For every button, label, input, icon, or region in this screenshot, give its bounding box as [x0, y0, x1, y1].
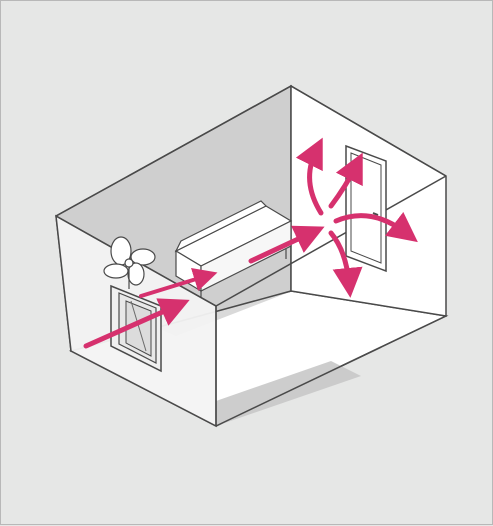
- airflow-arrow-icon: [248, 225, 325, 264]
- airflow-arrows: [83, 137, 418, 349]
- airflow-arrow-icon: [139, 268, 218, 298]
- sofa-icon: [174, 200, 293, 297]
- fan-icon: [103, 236, 156, 289]
- floor-shadow-front: [216, 361, 361, 426]
- room-top-edge: [55, 85, 447, 217]
- airflow-arrow-icon: [83, 298, 190, 349]
- door-icon: [345, 144, 387, 273]
- window-icon: [110, 284, 162, 373]
- airflow-arrow-icon: [333, 211, 418, 243]
- airflow-arrow-icon: [328, 230, 363, 298]
- airflow-arrow-icon: [295, 137, 324, 216]
- airflow-arrow-icon: [328, 152, 363, 209]
